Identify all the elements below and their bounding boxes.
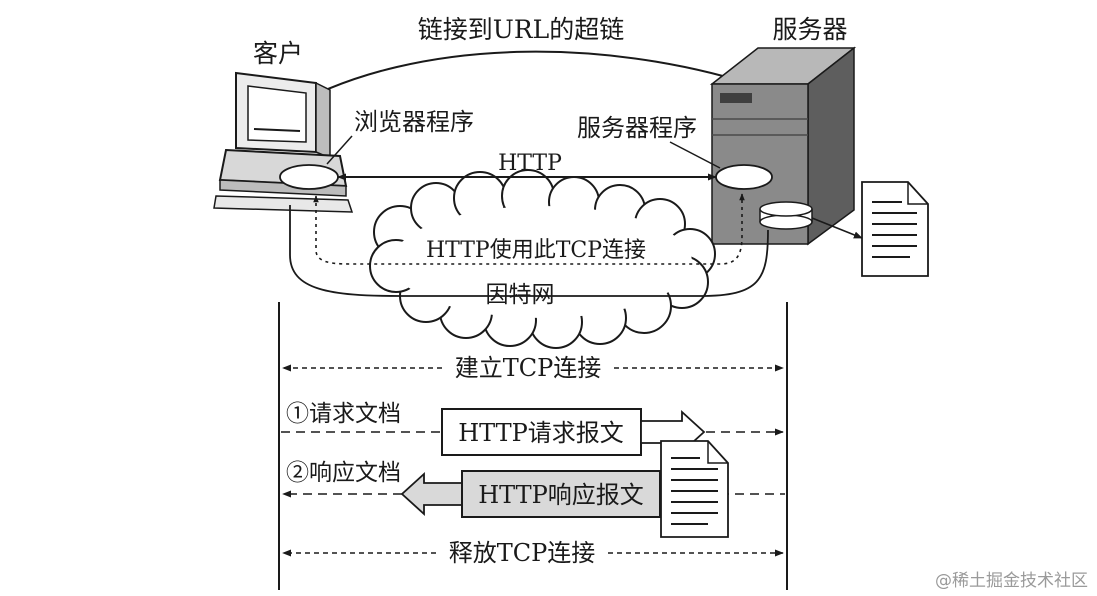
hyperlink-label: 链接到URL的超链 — [418, 15, 625, 44]
watermark: @稀土掘金技术社区 — [935, 571, 1088, 591]
tcp-connection-line — [289, 205, 769, 297]
hyperlink-arc — [281, 50, 775, 113]
request-message-label: HTTP请求报文 — [458, 419, 624, 447]
release-label: 释放TCP连接 — [449, 539, 596, 567]
database-icon — [759, 201, 813, 230]
internet-label: 因特网 — [486, 282, 555, 308]
response-step-label: ②响应文档 — [286, 460, 401, 486]
response-message-label: HTTP响应报文 — [478, 481, 644, 509]
browser-label: 浏览器程序 — [354, 108, 474, 136]
establish-label: 建立TCP连接 — [455, 354, 602, 382]
request-step-label: ①请求文档 — [286, 401, 401, 427]
server-program-pointer — [669, 141, 721, 169]
db-to-document-arrow — [811, 217, 863, 239]
browser-pointer — [326, 135, 353, 165]
client-computer-icon — [213, 71, 354, 213]
response-block-arrow — [400, 471, 463, 517]
document-icon — [861, 181, 929, 277]
tcp-note: HTTP使用此TCP连接 — [426, 238, 646, 263]
internet-cloud-icon — [369, 169, 716, 349]
response-document-icon — [660, 440, 729, 538]
server-program-oval — [715, 164, 773, 190]
response-message-box — [461, 470, 661, 518]
browser-program-oval — [279, 164, 339, 190]
server-label: 服务器 — [772, 15, 847, 44]
http-label: HTTP — [498, 151, 562, 176]
server-program-label: 服务器程序 — [577, 114, 697, 142]
client-label: 客户 — [253, 39, 303, 68]
